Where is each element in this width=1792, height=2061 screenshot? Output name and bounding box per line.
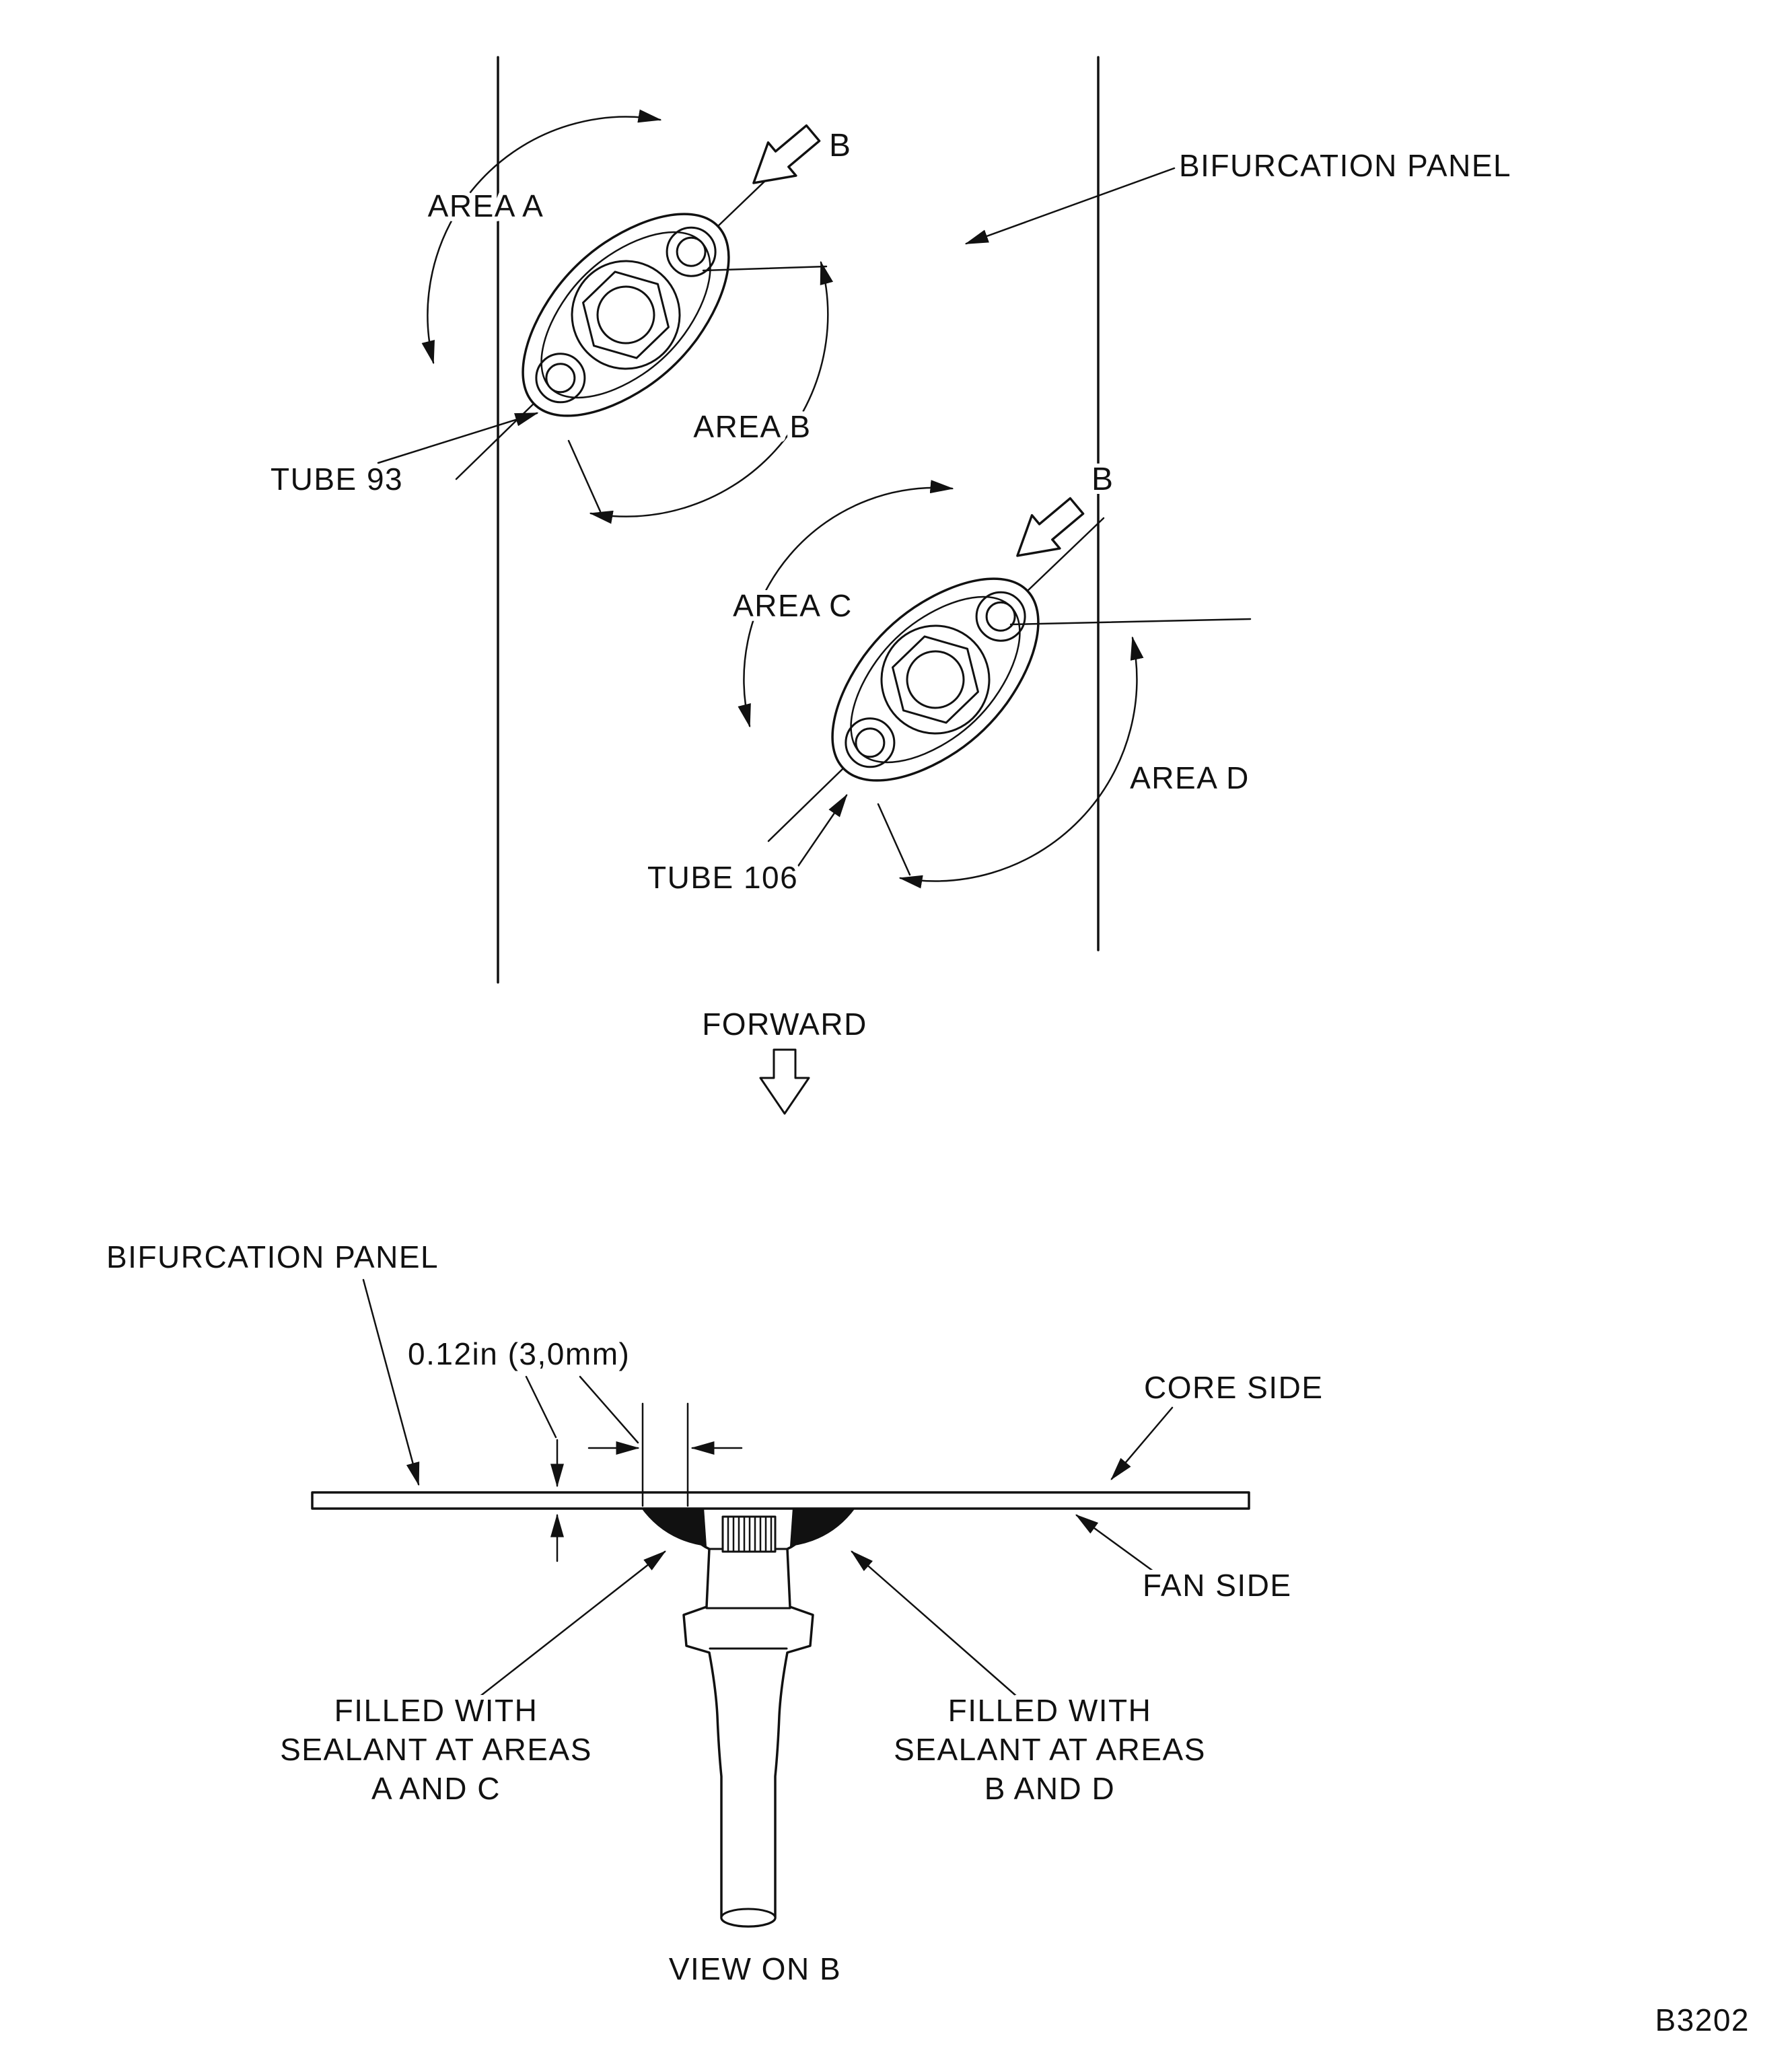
view-on-b-caption: VIEW ON B <box>669 1951 841 1986</box>
sealant-left-line3: A AND C <box>371 1771 501 1806</box>
fan-side-leader <box>1075 1514 1157 1575</box>
sealant-fillet-left <box>641 1507 707 1546</box>
sealant-left-line1: FILLED WITH <box>334 1693 538 1728</box>
tube-106-leader <box>793 793 848 873</box>
area-b-label: AREA B <box>693 409 811 444</box>
view-b-letter-upper: B <box>829 128 852 164</box>
bifurcation-panel-label-top: BIFURCATION PANEL <box>1179 148 1511 183</box>
area-b-arc <box>589 260 834 524</box>
fan-side-label: FAN SIDE <box>1143 1568 1292 1603</box>
view-b-arrow-lower-icon <box>1002 488 1092 574</box>
tube-opening <box>720 1908 777 1928</box>
area-a-label: AREA A <box>428 188 544 223</box>
tube-fitting-section <box>680 1506 817 1928</box>
dim-leader <box>579 1375 639 1444</box>
area-a-arc <box>421 109 662 365</box>
sealant-left-line2: SEALANT AT AREAS <box>280 1732 592 1767</box>
sealant-fillet-right <box>790 1507 856 1546</box>
sealant-left-leader <box>478 1550 666 1698</box>
view-b-letter-lower: B <box>1091 462 1114 497</box>
extension-line <box>567 439 602 513</box>
extension-line <box>1026 517 1105 592</box>
dim-leader <box>525 1375 557 1439</box>
section-view: BIFURCATION PANEL 0.12in (3,0mm) CORE SI… <box>102 1235 1327 1991</box>
top-view: BIFURCATION PANEL AREA A AREA B AREA C A… <box>266 56 1515 1115</box>
figure-code: B3202 <box>1655 2002 1750 2037</box>
bifurcation-panel-section <box>311 1491 1250 1510</box>
area-d-label: AREA D <box>1130 760 1250 795</box>
sealant-right-line3: B AND D <box>984 1771 1116 1806</box>
core-side-label: CORE SIDE <box>1144 1370 1324 1405</box>
forward-label: FORWARD <box>702 1007 867 1042</box>
area-d-arc <box>898 636 1144 889</box>
tube-93-leader <box>377 412 539 464</box>
threaded-collar <box>721 1515 777 1553</box>
extension-line <box>877 803 911 876</box>
extension-line <box>1009 618 1252 626</box>
forward-arrow-icon <box>759 1048 810 1115</box>
bifurcation-panel-leader-2 <box>362 1278 420 1486</box>
sealant-right-line2: SEALANT AT AREAS <box>894 1732 1206 1767</box>
sealant-label-right: FILLED WITH SEALANT AT AREAS B AND D <box>889 1688 1209 1811</box>
sealant-label-left: FILLED WITH SEALANT AT AREAS A AND C <box>275 1688 596 1811</box>
core-side-leader <box>1110 1406 1174 1480</box>
bifurcation-panel-label-section: BIFURCATION PANEL <box>106 1239 439 1274</box>
dimension-label: 0.12in (3,0mm) <box>408 1336 630 1371</box>
tube-106-label: TUBE 106 <box>647 860 798 895</box>
tube-93-label: TUBE 93 <box>271 462 403 497</box>
extension-line <box>767 767 845 842</box>
tube-106-flange <box>793 539 1077 820</box>
area-c-arc <box>738 480 954 728</box>
bifurcation-panel-leader <box>964 167 1176 245</box>
sealant-right-leader <box>851 1550 1019 1698</box>
sealant-right-line1: FILLED WITH <box>948 1693 1152 1728</box>
extension-line <box>455 402 535 480</box>
view-b-arrow-upper-icon <box>738 115 828 201</box>
area-c-label: AREA C <box>733 588 853 623</box>
